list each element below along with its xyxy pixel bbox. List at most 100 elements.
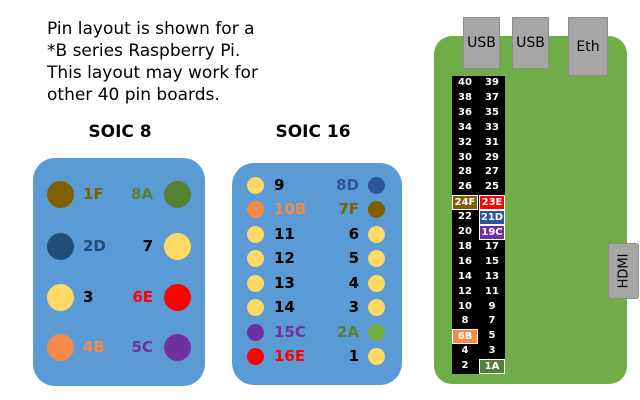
soic16-pin-dot bbox=[367, 225, 385, 243]
soic16-pin-label: 1 bbox=[348, 347, 359, 366]
header-pin: 6B bbox=[452, 329, 478, 345]
usb-port: USB bbox=[512, 17, 549, 69]
soic16-pin-label: 4 bbox=[348, 273, 359, 292]
header-pin: 22 bbox=[458, 211, 472, 223]
soic16-pin-dot bbox=[246, 225, 264, 243]
soic16-pin-label: 2A bbox=[336, 322, 359, 341]
header-pin: 38 bbox=[458, 91, 472, 103]
soic16-pin-dot bbox=[246, 348, 264, 365]
soic16-pin-dot bbox=[246, 274, 264, 292]
header-pin: 11 bbox=[485, 285, 499, 297]
soic8-pin-label: 1F bbox=[83, 184, 104, 203]
soic16-title: SOIC 16 bbox=[275, 122, 351, 142]
header-pin: 2 bbox=[461, 360, 469, 372]
header-pin: 27 bbox=[485, 166, 499, 178]
header-pin: 39 bbox=[485, 77, 499, 88]
soic8-pin-dot bbox=[46, 333, 74, 361]
soic16-pin-label: 15C bbox=[274, 322, 306, 341]
ethernet-port: Eth bbox=[568, 17, 608, 76]
soic16-pin-dot bbox=[367, 176, 385, 194]
header-pin: 26 bbox=[458, 181, 472, 193]
soic8-pin-label: 7 bbox=[142, 236, 153, 255]
header-pin: 33 bbox=[485, 121, 499, 133]
soic8-pin-dot bbox=[46, 232, 74, 260]
header-pin: 34 bbox=[458, 121, 472, 133]
header-pin: 30 bbox=[458, 151, 472, 163]
soic8-chip: 1F 2D 3 4B 8A 7 6E 5C bbox=[33, 158, 205, 386]
header-pin: 5 bbox=[488, 330, 496, 342]
usb-port-label: USB bbox=[516, 35, 545, 51]
layout-note: Pin layout is shown for a *B series Rasp… bbox=[47, 18, 307, 106]
soic8-pin-dot bbox=[163, 283, 191, 311]
header-pin: 1A bbox=[479, 359, 505, 374]
soic16-pin-dot bbox=[367, 201, 385, 218]
header-pin: 24F bbox=[452, 195, 478, 211]
soic16-pin-label: 10B bbox=[274, 200, 307, 219]
soic16-pin-label: 11 bbox=[274, 224, 295, 243]
soic8-pin-label: 3 bbox=[83, 287, 94, 306]
note-line: other 40 pin boards. bbox=[47, 85, 220, 105]
header-pin: 10 bbox=[458, 300, 472, 312]
soic16-pin-dot bbox=[246, 299, 264, 316]
hdmi-port: HDMI bbox=[608, 243, 639, 299]
header-pin: 9 bbox=[488, 300, 496, 312]
soic16-pin-dot bbox=[246, 201, 264, 218]
soic16-pin-label: 5 bbox=[348, 249, 359, 268]
soic16-pin-dot bbox=[367, 323, 385, 341]
usb-port: USB bbox=[463, 17, 500, 69]
header-pin: 3 bbox=[488, 345, 496, 357]
soic8-title: SOIC 8 bbox=[88, 122, 152, 142]
header-pin: 25 bbox=[485, 181, 499, 193]
note-line: Pin layout is shown for a bbox=[47, 19, 255, 39]
soic16-pin-dot bbox=[367, 299, 385, 316]
header-pin: 35 bbox=[485, 106, 499, 118]
soic8-pin-dot bbox=[163, 232, 191, 260]
header-pin: 23E bbox=[479, 195, 505, 211]
usb-port-label: USB bbox=[467, 35, 496, 51]
soic16-pin-dot bbox=[246, 250, 264, 267]
header-pin: 20 bbox=[458, 226, 472, 237]
soic16-pin-label: 13 bbox=[274, 273, 295, 292]
soic16-pin-label: 7F bbox=[338, 200, 359, 219]
header-pin: 31 bbox=[485, 136, 499, 148]
header-pin: 8 bbox=[461, 315, 469, 327]
soic16-pin-label: 3 bbox=[348, 298, 359, 317]
header-pin: 21D bbox=[479, 210, 505, 225]
header-pin: 40 bbox=[458, 77, 472, 88]
header-pin: 13 bbox=[485, 270, 499, 282]
hdmi-port-label: HDMI bbox=[616, 253, 631, 289]
soic8-pin-dot bbox=[163, 180, 191, 208]
soic16-pin-dot bbox=[246, 176, 264, 194]
header-pin: 12 bbox=[458, 285, 472, 297]
header-pin: 37 bbox=[485, 91, 499, 103]
header-pin: 29 bbox=[485, 151, 499, 163]
soic8-pin-label: 2D bbox=[83, 236, 106, 255]
soic8-pin-dot bbox=[46, 180, 74, 208]
header-pin: 28 bbox=[458, 166, 472, 178]
ethernet-port-label: Eth bbox=[576, 39, 600, 55]
note-line: *B series Raspberry Pi. bbox=[47, 41, 241, 61]
soic16-pin-dot bbox=[246, 323, 264, 341]
soic16-pin-dot bbox=[367, 250, 385, 267]
header-pin: 18 bbox=[458, 240, 472, 252]
soic16-pin-dot bbox=[367, 348, 385, 365]
soic16-pin-label: 12 bbox=[274, 249, 295, 268]
soic16-pin-label: 6 bbox=[348, 224, 359, 243]
soic8-pin-label: 4B bbox=[83, 337, 105, 356]
soic8-pin-label: 8A bbox=[130, 184, 153, 203]
soic16-pin-dot bbox=[367, 274, 385, 292]
header-pin: 19C bbox=[479, 225, 505, 240]
header-pin: 7 bbox=[488, 315, 496, 327]
header-pin: 17 bbox=[485, 240, 499, 252]
soic8-pin-label: 6E bbox=[132, 287, 153, 306]
header-pin: 32 bbox=[458, 136, 472, 148]
soic8-pin-dot bbox=[46, 283, 74, 311]
soic8-pin-label: 5C bbox=[131, 337, 153, 356]
header-pin: 16 bbox=[458, 255, 472, 267]
header-pin: 36 bbox=[458, 106, 472, 118]
header-pin: 15 bbox=[485, 255, 499, 267]
note-line: This layout may work for bbox=[47, 63, 258, 83]
soic16-pin-label: 16E bbox=[274, 347, 306, 366]
header-pin: 4 bbox=[461, 345, 469, 357]
